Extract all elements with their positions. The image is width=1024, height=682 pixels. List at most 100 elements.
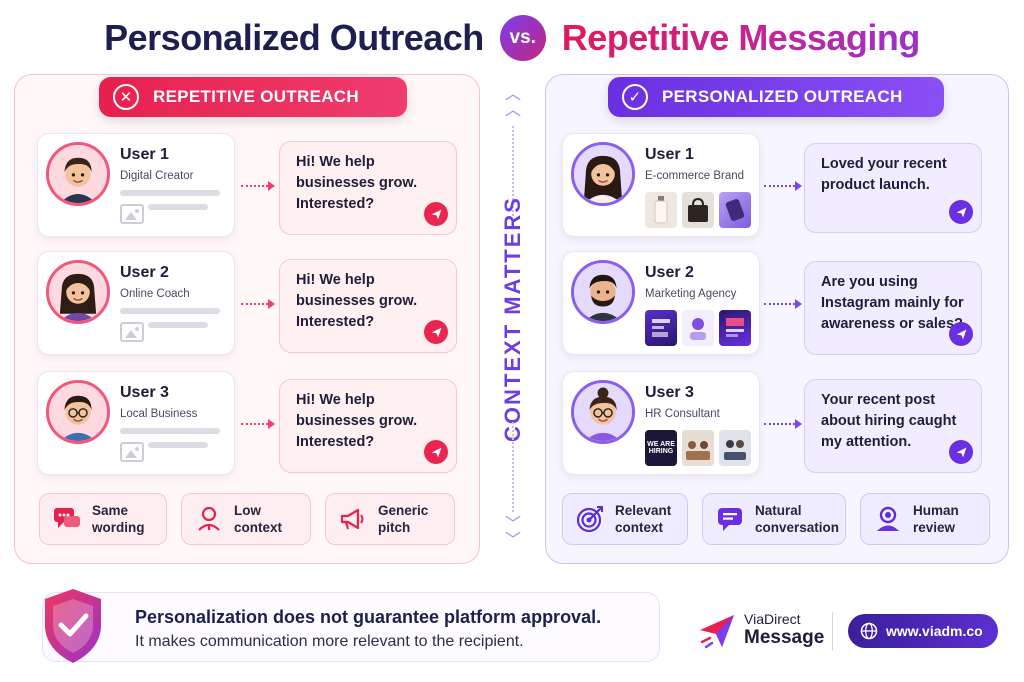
website-link[interactable]: www.viadm.co [848, 614, 998, 648]
avatar [571, 380, 635, 444]
avatar [46, 142, 110, 206]
message-bubble: Hi! We help businesses grow. Interested? [279, 379, 457, 473]
user-card: User 1 Digital Creator [37, 133, 235, 237]
divider [832, 612, 833, 650]
brand-logo: ViaDirect Message [698, 608, 838, 652]
bottle-thumbnail [645, 192, 677, 228]
message-bubble: Loved your recent product launch. [804, 143, 982, 233]
message-text: Hi! We help businesses grow. Interested? [296, 272, 418, 330]
arrow-connector [241, 181, 275, 191]
chevron-down-icon: ﹀ [504, 516, 521, 533]
message-text: Hi! We help businesses grow. Interested? [296, 154, 418, 212]
paper-plane-logo-icon [700, 615, 734, 649]
user-name: User 3 [645, 384, 694, 401]
feature-label: Human [913, 503, 959, 518]
user-card: User 3 HR Consultant WE ARE HIRING [562, 371, 760, 475]
brand-name-top: ViaDirect [744, 611, 801, 627]
context-divider: ︿ ︿ CONTEXT MATTERS ﹀ ﹀ [490, 86, 536, 552]
feature-label: review [913, 520, 956, 535]
image-placeholder-icon [120, 204, 144, 224]
arrow-connector [764, 299, 802, 309]
user-name: User 2 [120, 264, 169, 281]
image-placeholder-icon [120, 442, 144, 462]
send-icon[interactable] [424, 440, 448, 464]
dotted-line [512, 422, 514, 512]
user-card: User 1 E-commerce Brand [562, 133, 760, 237]
avatar [571, 142, 635, 206]
user-role: Digital Creator [120, 170, 194, 182]
content-thumbnails [645, 192, 751, 228]
feature-relevant-context: Relevant context [562, 493, 688, 545]
feature-label: context [234, 520, 283, 535]
user-card: User 3 Local Business [37, 371, 235, 475]
user-card: User 2 Marketing Agency [562, 251, 760, 355]
feature-label: Relevant [615, 503, 672, 518]
dotted-line [512, 126, 514, 216]
bag-thumbnail [682, 192, 714, 228]
chevron-up-icon: ︿ [504, 86, 521, 103]
user-role: HR Consultant [645, 408, 720, 420]
user-name: User 1 [645, 146, 694, 163]
note-subtext: It makes communication more relevant to … [135, 633, 524, 650]
send-icon[interactable] [424, 202, 448, 226]
message-bubble: Hi! We help businesses grow. Interested? [279, 259, 457, 353]
title-left: Personalized Outreach [104, 17, 484, 58]
page-title: Personalized Outreach vs. Repetitive Mes… [0, 14, 1024, 62]
user-name: User 3 [120, 384, 169, 401]
website-url: www.viadm.co [886, 623, 983, 639]
user-role: E-commerce Brand [645, 170, 745, 182]
personalized-header-label: PERSONALIZED OUTREACH [662, 87, 903, 106]
feature-label: wording [92, 520, 145, 535]
message-bubble: Are you using Instagram mainly for aware… [804, 261, 982, 355]
repetitive-panel: ✕ REPETITIVE OUTREACH User 1 Digital Cre… [14, 74, 480, 564]
send-icon[interactable] [949, 200, 973, 224]
message-text: Hi! We help businesses grow. Interested? [296, 392, 418, 450]
vs-badge: vs. [499, 15, 546, 61]
arrow-connector [241, 419, 275, 429]
user-role: Online Coach [120, 288, 190, 300]
message-text: Loved your recent product launch. [821, 156, 947, 193]
feature-label: context [615, 520, 664, 535]
user-pin-icon [198, 506, 220, 531]
team-thumbnail [682, 430, 714, 466]
send-icon[interactable] [424, 320, 448, 344]
post-thumbnail [645, 310, 677, 346]
message-icon [718, 508, 742, 531]
text-placeholder [120, 190, 220, 196]
arrow-connector [764, 181, 802, 191]
personalized-header: ✓ PERSONALIZED OUTREACH [608, 77, 944, 117]
globe-icon [860, 622, 878, 640]
personalized-panel: ✓ PERSONALIZED OUTREACH User 1 E-commerc… [545, 74, 1009, 564]
chat-bubbles-icon [54, 508, 80, 528]
send-icon[interactable] [949, 322, 973, 346]
message-text: Your recent post about hiring caught my … [821, 392, 957, 450]
avatar [46, 380, 110, 444]
hiring-text: WE ARE HIRING [647, 440, 675, 455]
note-headline: Personalization does not guarantee platf… [135, 607, 602, 627]
send-icon[interactable] [949, 440, 973, 464]
message-bubble: Your recent post about hiring caught my … [804, 379, 982, 473]
feature-human-review: Human review [860, 493, 990, 545]
feature-label: pitch [378, 520, 411, 535]
disclaimer-note: Personalization does not guarantee platf… [42, 589, 660, 663]
meeting-thumbnail [719, 430, 751, 466]
text-placeholder [120, 428, 220, 434]
feature-label: Low [234, 503, 261, 518]
text-placeholder [120, 308, 220, 314]
post-thumbnail [719, 310, 751, 346]
feature-low-context: Low context [181, 493, 311, 545]
profile-thumbnail [682, 310, 714, 346]
chevron-down-icon: ﹀ [504, 532, 521, 549]
feature-label: Generic [378, 503, 429, 518]
shield-check-icon [45, 589, 101, 663]
arrow-connector [764, 419, 802, 429]
megaphone-icon [340, 508, 364, 530]
x-circle-icon: ✕ [113, 84, 139, 110]
context-label: CONTEXT MATTERS [500, 196, 525, 442]
feature-generic-pitch: Generic pitch [325, 493, 455, 545]
hiring-thumbnail: WE ARE HIRING [645, 430, 677, 466]
chevron-up-icon: ︿ [504, 102, 521, 119]
repetitive-header-label: REPETITIVE OUTREACH [153, 87, 359, 106]
